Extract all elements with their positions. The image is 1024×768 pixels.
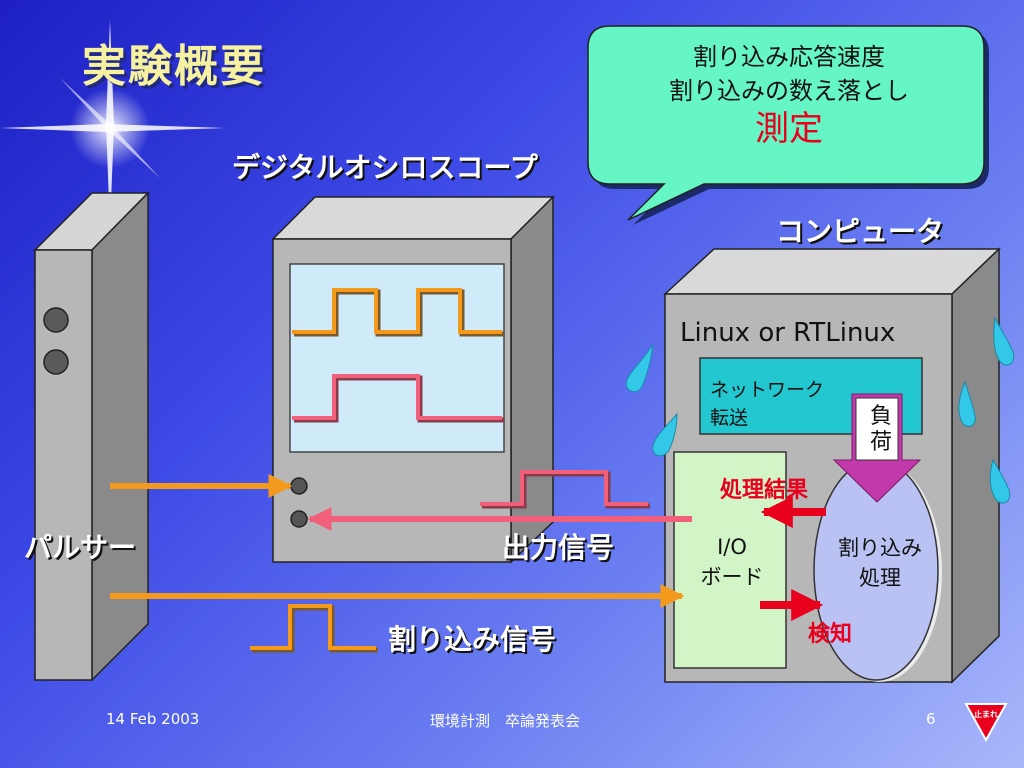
os-label: Linux or RTLinux xyxy=(680,318,896,348)
interrupt-waveform xyxy=(250,604,378,653)
oscilloscope-label: デジタルオシロスコープ xyxy=(232,151,538,184)
stop-sign-icon: 止まれ xyxy=(964,703,1008,742)
network-line-1: ネットワーク xyxy=(710,379,825,401)
interrupt-handler-label: 割り込み 処理 xyxy=(818,533,942,593)
sparkle-decoration xyxy=(0,20,225,228)
bubble-line-2: 割り込みの数え落とし xyxy=(669,77,909,105)
bubble-line-1: 割り込み応答速度 xyxy=(693,43,885,71)
bubble-text: 割り込み応答速度 割り込みの数え落とし 測定 xyxy=(604,40,974,150)
load-arrow xyxy=(832,393,922,503)
network-transfer-label: ネットワーク 転送 xyxy=(710,376,824,432)
irq-line-2: 処理 xyxy=(859,566,901,590)
computer-label: コンピュータ xyxy=(776,215,945,248)
io-line-1: I/O xyxy=(717,535,747,559)
oscilloscope-trace-pink xyxy=(292,374,504,423)
water-drop-icons xyxy=(625,316,1015,504)
pulser-device xyxy=(33,191,150,682)
load-label: 負荷 xyxy=(869,404,892,455)
page-title: 実験概要 xyxy=(82,41,266,92)
footer-event: 環境計測 卒論発表会 xyxy=(430,712,581,730)
pulser-label: パルサー xyxy=(24,531,137,564)
io-line-2: ボード xyxy=(700,565,764,589)
detect-label: 検知 xyxy=(808,622,853,647)
footer-page-number: 6 xyxy=(926,710,936,728)
bubble-line-3: 測定 xyxy=(755,109,823,149)
output-signal-label: 出力信号 xyxy=(502,531,615,564)
interrupt-signal-label: 割り込み信号 xyxy=(388,623,557,656)
io-board-label: I/O ボード xyxy=(676,532,788,592)
io-board-box xyxy=(673,451,787,669)
footer-date: 14 Feb 2003 xyxy=(106,710,200,728)
oscilloscope-trace-orange xyxy=(292,288,504,337)
irq-line-1: 割り込み xyxy=(838,536,922,560)
stop-sign-text: 止まれ xyxy=(974,709,998,719)
speech-bubble xyxy=(587,25,989,225)
network-line-2: 転送 xyxy=(710,407,749,429)
result-label: 処理結果 xyxy=(720,478,809,503)
oscilloscope-input-2 xyxy=(290,510,308,528)
output-waveform xyxy=(480,470,650,509)
